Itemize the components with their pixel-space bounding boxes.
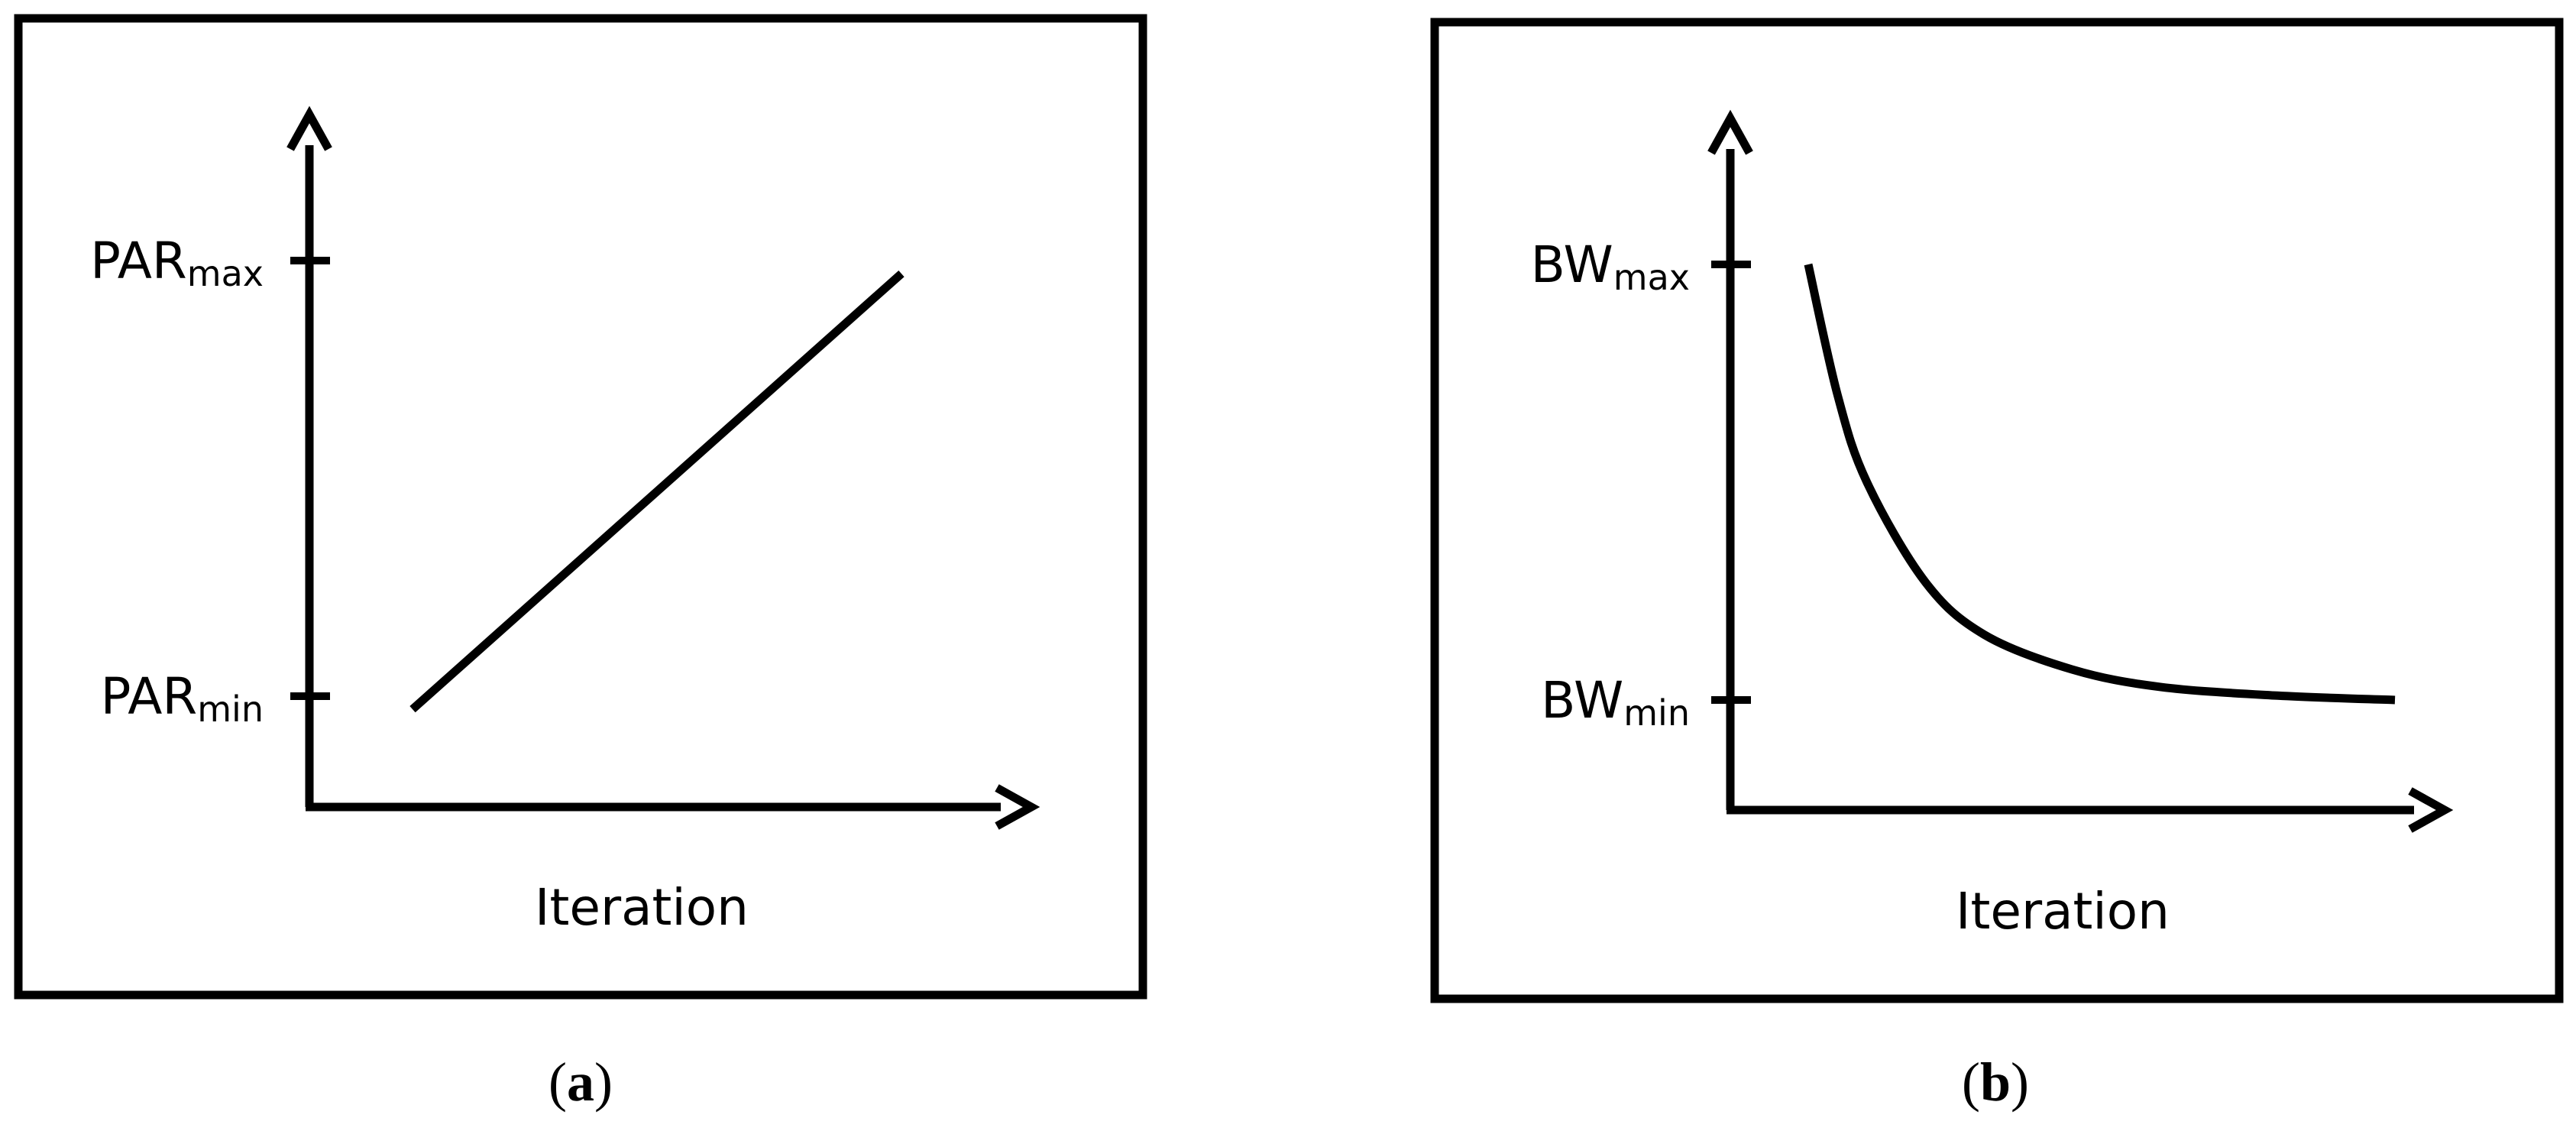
panel-b-caption: (b) bbox=[1962, 1052, 2029, 1113]
panel-a-x-axis-arrowhead bbox=[995, 784, 1040, 830]
panel-b-tick-label-max-base: BW bbox=[1531, 235, 1613, 294]
panel-a-caption-open: ( bbox=[549, 1052, 567, 1113]
panel-a-tick-label-max-base: PAR bbox=[90, 232, 187, 290]
panel-b-x-axis-arrowhead bbox=[2408, 787, 2454, 833]
panel-b-caption-open: ( bbox=[1962, 1052, 1980, 1113]
panel-b-tick-label-min-sub: min bbox=[1623, 692, 1690, 734]
panel-a-tick-label-min-sub: min bbox=[197, 689, 264, 730]
panel-a-tick-label-min: PARmin bbox=[101, 667, 264, 730]
panel-b-frame bbox=[1430, 18, 2564, 1003]
panel-a-tick-label-max-sub: max bbox=[187, 253, 264, 294]
panel-a-caption-letter: a bbox=[567, 1052, 594, 1113]
panel-b-tick-label-max-sub: max bbox=[1613, 257, 1690, 298]
panel-a-series-line bbox=[409, 270, 905, 713]
panel-b-caption-letter: b bbox=[1980, 1052, 2011, 1113]
panel-a-y-axis-arrowhead bbox=[286, 105, 332, 151]
panel-b-tick-label-min: BWmin bbox=[1541, 671, 1690, 734]
panel-a-tick-label-min-base: PAR bbox=[101, 667, 198, 726]
panel-a-caption: (a) bbox=[549, 1052, 613, 1113]
panel-a: PARmax PARmin Iteration bbox=[14, 14, 1147, 1000]
panel-b-series-curve bbox=[1804, 263, 2396, 705]
panel-b-y-axis-arrowhead bbox=[1707, 109, 1753, 155]
panel-b-x-axis-title: Iteration bbox=[1956, 882, 2170, 941]
panel-a-frame bbox=[14, 14, 1147, 1000]
panel-a-x-axis-title: Iteration bbox=[535, 878, 749, 937]
panel-a-tick-label-max: PARmax bbox=[90, 232, 264, 294]
panel-a-caption-close: ) bbox=[594, 1052, 613, 1113]
panel-b-caption-close: ) bbox=[2011, 1052, 2029, 1113]
panel-b-tick-label-min-base: BW bbox=[1541, 671, 1623, 730]
panel-b-tick-label-max: BWmax bbox=[1531, 235, 1690, 298]
panel-b: BWmax BWmin Iteration bbox=[1430, 18, 2564, 1003]
